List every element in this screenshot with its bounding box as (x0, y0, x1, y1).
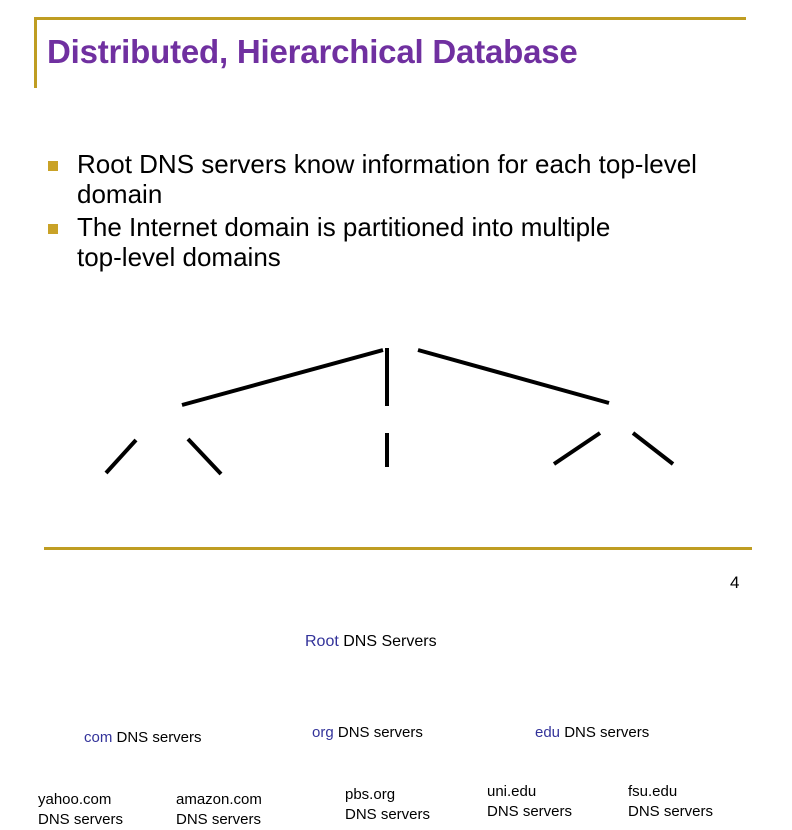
edge-edu-uni (552, 431, 602, 466)
node-com-suffix: DNS servers (112, 729, 202, 746)
node-amazon-com-line2: DNS servers (176, 810, 262, 828)
square-bullet-icon (48, 223, 58, 234)
bullet-text: The Internet domain is partitioned into … (77, 211, 611, 273)
node-pbs-org-line2: DNS servers (345, 805, 431, 823)
square-bullet-icon (48, 161, 58, 171)
bullet-list: Root DNS servers know information for ea… (48, 149, 754, 275)
node-root: Root DNS Servers (305, 631, 437, 653)
node-com: com DNS servers (84, 728, 202, 748)
slide: Distributed, Hierarchical Database Root … (0, 17, 792, 828)
node-edu: edu DNS servers (535, 723, 649, 743)
node-edu-tld: edu (535, 724, 561, 741)
node-fsu-edu-line1: fsu.edu (628, 783, 678, 800)
list-item: The Internet domain is partitioned into … (48, 212, 754, 273)
node-uni-edu: uni.edu DNS servers (487, 782, 572, 822)
node-fsu-edu: fsu.edu DNS servers (628, 782, 713, 822)
node-root-suffix: DNS Servers (338, 633, 437, 650)
node-com-tld: com (84, 729, 113, 746)
bullet-text: Root DNS servers know information for ea… (77, 149, 697, 210)
page-number: 4 (730, 573, 740, 592)
edge-com-amazon (186, 437, 223, 476)
edge-root-com (181, 348, 384, 407)
node-edu-suffix: DNS servers (560, 724, 650, 741)
diagram-edges (104, 348, 675, 476)
node-org: org DNS servers (312, 723, 423, 743)
slide-title: Distributed, Hierarchical Database (47, 33, 578, 70)
edge-root-edu (417, 348, 610, 405)
node-amazon-com: amazon.com DNS servers (176, 790, 262, 830)
node-uni-edu-line2: DNS servers (487, 802, 573, 820)
dns-hierarchy-diagram: Root DNS Servers com DNS servers org DNS… (0, 310, 792, 828)
node-org-tld: org (312, 724, 334, 741)
node-pbs-org-line1: pbs.org (345, 786, 396, 803)
node-fsu-edu-line2: DNS servers (628, 802, 714, 820)
edge-com-yahoo (104, 438, 138, 475)
node-root-tld: Root (305, 633, 339, 650)
node-org-suffix: DNS servers (333, 724, 423, 741)
left-gold-rule (34, 17, 37, 88)
node-yahoo-com-line2: DNS servers (38, 810, 124, 828)
list-item: Root DNS servers know information for ea… (48, 149, 754, 210)
edge-edu-fsu (631, 431, 675, 466)
node-yahoo-com: yahoo.com DNS servers (38, 790, 123, 830)
node-uni-edu-line1: uni.edu (487, 783, 537, 800)
node-yahoo-com-line1: yahoo.com (38, 791, 112, 808)
bottom-gold-rule (44, 547, 752, 550)
node-amazon-com-line1: amazon.com (176, 791, 262, 808)
top-gold-rule (34, 17, 746, 20)
node-pbs-org: pbs.org DNS servers (345, 785, 430, 825)
